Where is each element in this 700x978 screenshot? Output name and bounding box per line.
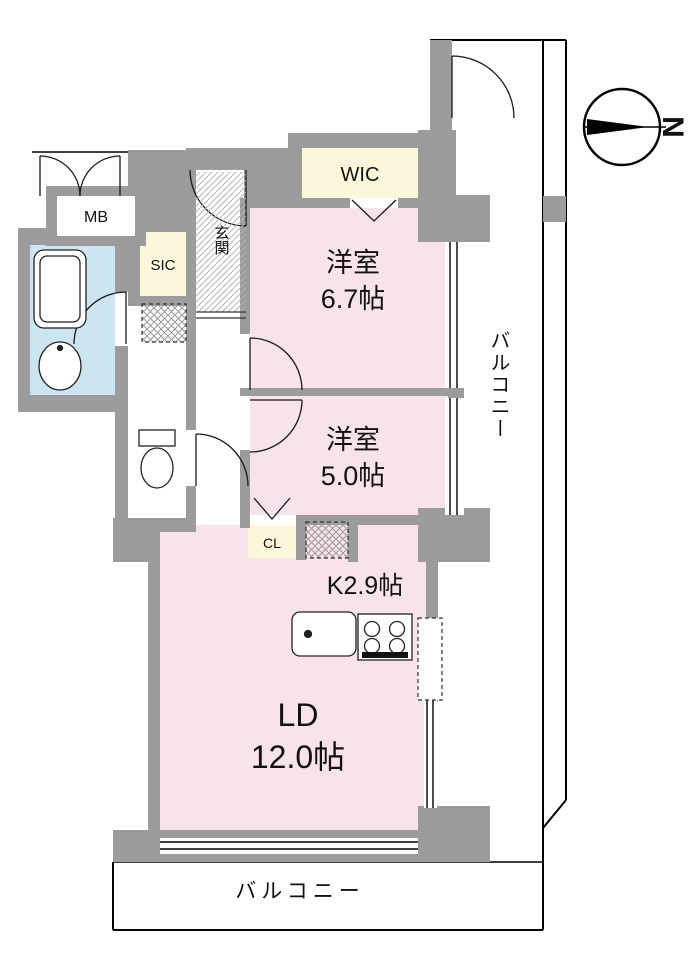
balcony-corner-diagonal — [542, 799, 567, 829]
wall-segment — [240, 388, 455, 396]
window-band — [445, 242, 464, 388]
wic-folding-door-icon — [351, 199, 397, 222]
kitchen-sink-icon — [291, 611, 357, 657]
window-band — [445, 398, 464, 515]
wall-segment — [148, 520, 160, 840]
cl-label: CL — [263, 535, 281, 551]
door-opening — [115, 292, 128, 346]
washbasin-faucet-icon — [56, 344, 64, 352]
toilet-tank-icon — [138, 429, 176, 447]
porch-door-icon — [451, 55, 515, 119]
fixtures — [33, 249, 413, 661]
washer-space-icon — [305, 521, 349, 559]
mb-floor — [57, 196, 135, 236]
wic-floor — [300, 148, 420, 198]
toilet-bowl-icon — [140, 447, 174, 489]
sic-label: SIC — [150, 257, 175, 274]
stove-burner-icon — [388, 620, 406, 638]
window-glass — [160, 841, 418, 850]
ld-size-label: 12.0帖 — [251, 739, 345, 775]
equipment-spaces — [141, 303, 443, 701]
compass: N — [582, 87, 689, 167]
washbasin-icon — [38, 341, 82, 391]
bedroom2-name-label: 洋室 — [326, 425, 380, 455]
wall-segment — [128, 222, 196, 232]
bedroom2-door-icon — [249, 399, 303, 453]
cl-folding-door-icon — [253, 497, 291, 520]
stove-grill-icon — [362, 652, 408, 658]
fridge-space-icon — [417, 617, 443, 701]
sink-drain-icon — [303, 629, 313, 639]
wall-segment — [18, 395, 128, 412]
washer-space-icon — [141, 303, 187, 343]
compass-arrow-icon — [587, 119, 648, 135]
bathtub-inner-icon — [39, 255, 81, 323]
compass-north-label: N — [656, 116, 689, 138]
bedroom1-size-label: 6.7帖 — [321, 284, 386, 314]
wall-segment — [186, 222, 196, 532]
wall-segment — [240, 515, 425, 525]
window-glass — [449, 398, 458, 515]
wall-segment — [296, 515, 306, 560]
stove-burner-icon — [363, 620, 381, 638]
wall-segment — [244, 148, 302, 208]
wall-segment — [418, 195, 490, 242]
kitchen-label: K2.9帖 — [327, 572, 403, 600]
sic-floor — [140, 232, 186, 296]
genkan-step-line — [196, 311, 246, 319]
window-band — [160, 838, 418, 854]
genkan-area — [196, 172, 246, 319]
wall-segment — [115, 405, 128, 530]
window-glass — [426, 700, 434, 808]
wall-segment — [128, 222, 140, 306]
wall-segment — [430, 40, 452, 132]
window-band — [424, 700, 437, 808]
door-opening — [240, 396, 250, 450]
labels: WIC MB SIC 玄関 洋室 6.7帖 洋室 5.0帖 CL K2.9帖 L… — [84, 164, 509, 903]
bath-door-icon — [73, 291, 127, 345]
wall-segment — [128, 296, 196, 306]
balcony-bottom-label: バルコニー — [235, 880, 365, 903]
wall-segment — [288, 133, 420, 148]
bedroom2-size-label: 5.0帖 — [321, 461, 386, 491]
bedroom2-floor — [248, 396, 452, 517]
mb-door-icon — [39, 155, 121, 197]
door-opening — [186, 430, 196, 486]
wic-label: WIC — [341, 164, 380, 186]
door-opening — [250, 515, 296, 525]
door-opening — [350, 198, 398, 208]
cl-floor — [248, 525, 296, 558]
toilet-door-icon — [195, 433, 249, 487]
genkan-label: 玄関 — [213, 225, 230, 256]
wall-segment — [543, 196, 566, 222]
windows — [160, 242, 464, 854]
wall-segment — [348, 515, 358, 562]
balcony-right-label: バルコニー — [487, 330, 509, 440]
genkan-tile — [196, 172, 246, 312]
ld-name-label: LD — [278, 697, 319, 733]
mb-label: MB — [84, 209, 108, 226]
bedroom1-door-icon — [249, 337, 303, 391]
wall-segment — [418, 806, 490, 862]
wall-segment — [240, 198, 455, 208]
bathtub-icon — [33, 249, 87, 329]
ld-kitchen-floor — [158, 525, 428, 835]
wall-segment — [18, 235, 30, 410]
wall-segment — [418, 508, 490, 562]
wall-segment — [186, 148, 246, 170]
bedroom1-name-label: 洋室 — [326, 248, 380, 278]
door-opening — [240, 334, 250, 388]
window-glass — [449, 242, 458, 388]
